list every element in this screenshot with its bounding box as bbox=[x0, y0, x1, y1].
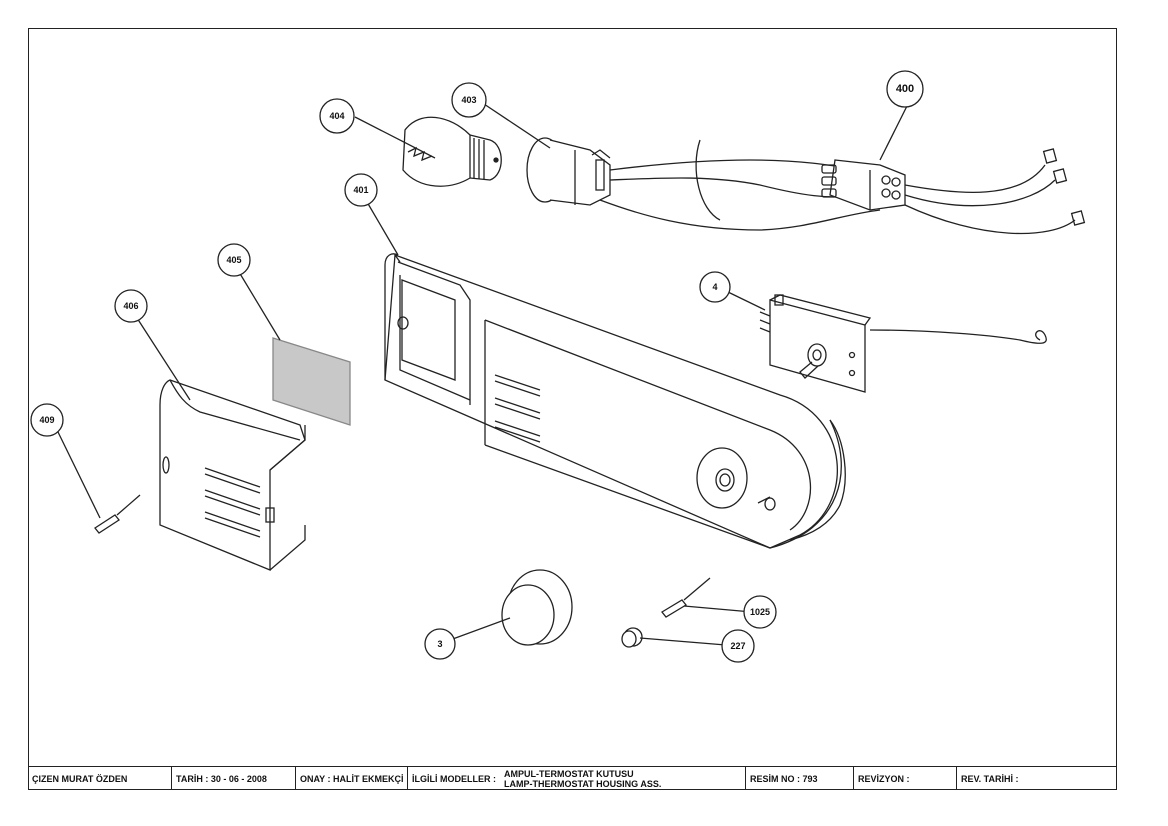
callout-balloon-3 bbox=[424, 628, 456, 660]
callout-1025: 1025 bbox=[750, 607, 770, 617]
bulb-part-404 bbox=[402, 116, 502, 187]
drawing-no-cell: RESİM NO : 793 bbox=[746, 767, 854, 790]
callout-balloon-409 bbox=[30, 403, 64, 437]
socket-part-403 bbox=[526, 137, 611, 206]
knob-part-3 bbox=[501, 569, 573, 646]
connector-part-400 bbox=[821, 148, 1086, 226]
cover-part-406 bbox=[159, 379, 306, 571]
callout-3: 3 bbox=[437, 639, 442, 649]
screw-part-409 bbox=[94, 494, 141, 534]
callout-balloon-404 bbox=[319, 98, 355, 134]
revision-cell: REVİZYON : bbox=[854, 767, 957, 790]
callout-401: 401 bbox=[353, 185, 368, 195]
callout-409: 409 bbox=[39, 415, 54, 425]
thermostat-part-4 bbox=[759, 294, 872, 393]
callout-405: 405 bbox=[226, 255, 241, 265]
models-cell: İLGİLİ MODELLER : AMPUL-TERMOSTAT KUTUSU… bbox=[408, 767, 746, 790]
title-block: ÇIZEN MURAT ÖZDEN TARİH : 30 - 06 - 2008… bbox=[28, 766, 1117, 790]
part-name-en: LAMP-THERMOSTAT HOUSING ASS. bbox=[504, 778, 662, 789]
callout-4: 4 bbox=[712, 282, 717, 292]
drawing-frame bbox=[28, 28, 1117, 790]
callout-balloon-401 bbox=[344, 173, 378, 207]
callout-balloon-227 bbox=[721, 629, 755, 663]
callout-balloon-4 bbox=[699, 271, 731, 303]
rev-date-cell: REV. TARİHİ : bbox=[961, 773, 1019, 784]
wire-harness bbox=[599, 139, 1076, 344]
diffuser-part-405 bbox=[272, 337, 351, 426]
callout-404: 404 bbox=[329, 111, 344, 121]
callout-balloon-403 bbox=[451, 82, 487, 118]
callout-balloon-400 bbox=[886, 70, 924, 108]
callout-balloon-1025 bbox=[743, 595, 777, 629]
models-label: İLGİLİ MODELLER : bbox=[412, 773, 496, 784]
approved-cell: ONAY : HALİT EKMEKÇİ bbox=[296, 767, 408, 790]
drawn-by-cell: ÇIZEN MURAT ÖZDEN bbox=[28, 767, 172, 790]
callout-406: 406 bbox=[123, 301, 138, 311]
callout-400: 400 bbox=[896, 83, 914, 95]
screw-part-1025 bbox=[661, 577, 711, 618]
housing-part-401 bbox=[384, 253, 846, 549]
callout-227: 227 bbox=[730, 641, 745, 651]
callout-balloon-406 bbox=[114, 289, 148, 323]
date-cell: TARİH : 30 - 06 - 2008 bbox=[172, 767, 296, 790]
part-name-tr: AMPUL-TERMOSTAT KUTUSU bbox=[504, 768, 634, 779]
callout-403: 403 bbox=[461, 95, 476, 105]
plug-part-227 bbox=[621, 627, 643, 648]
callout-balloon-405 bbox=[217, 243, 251, 277]
